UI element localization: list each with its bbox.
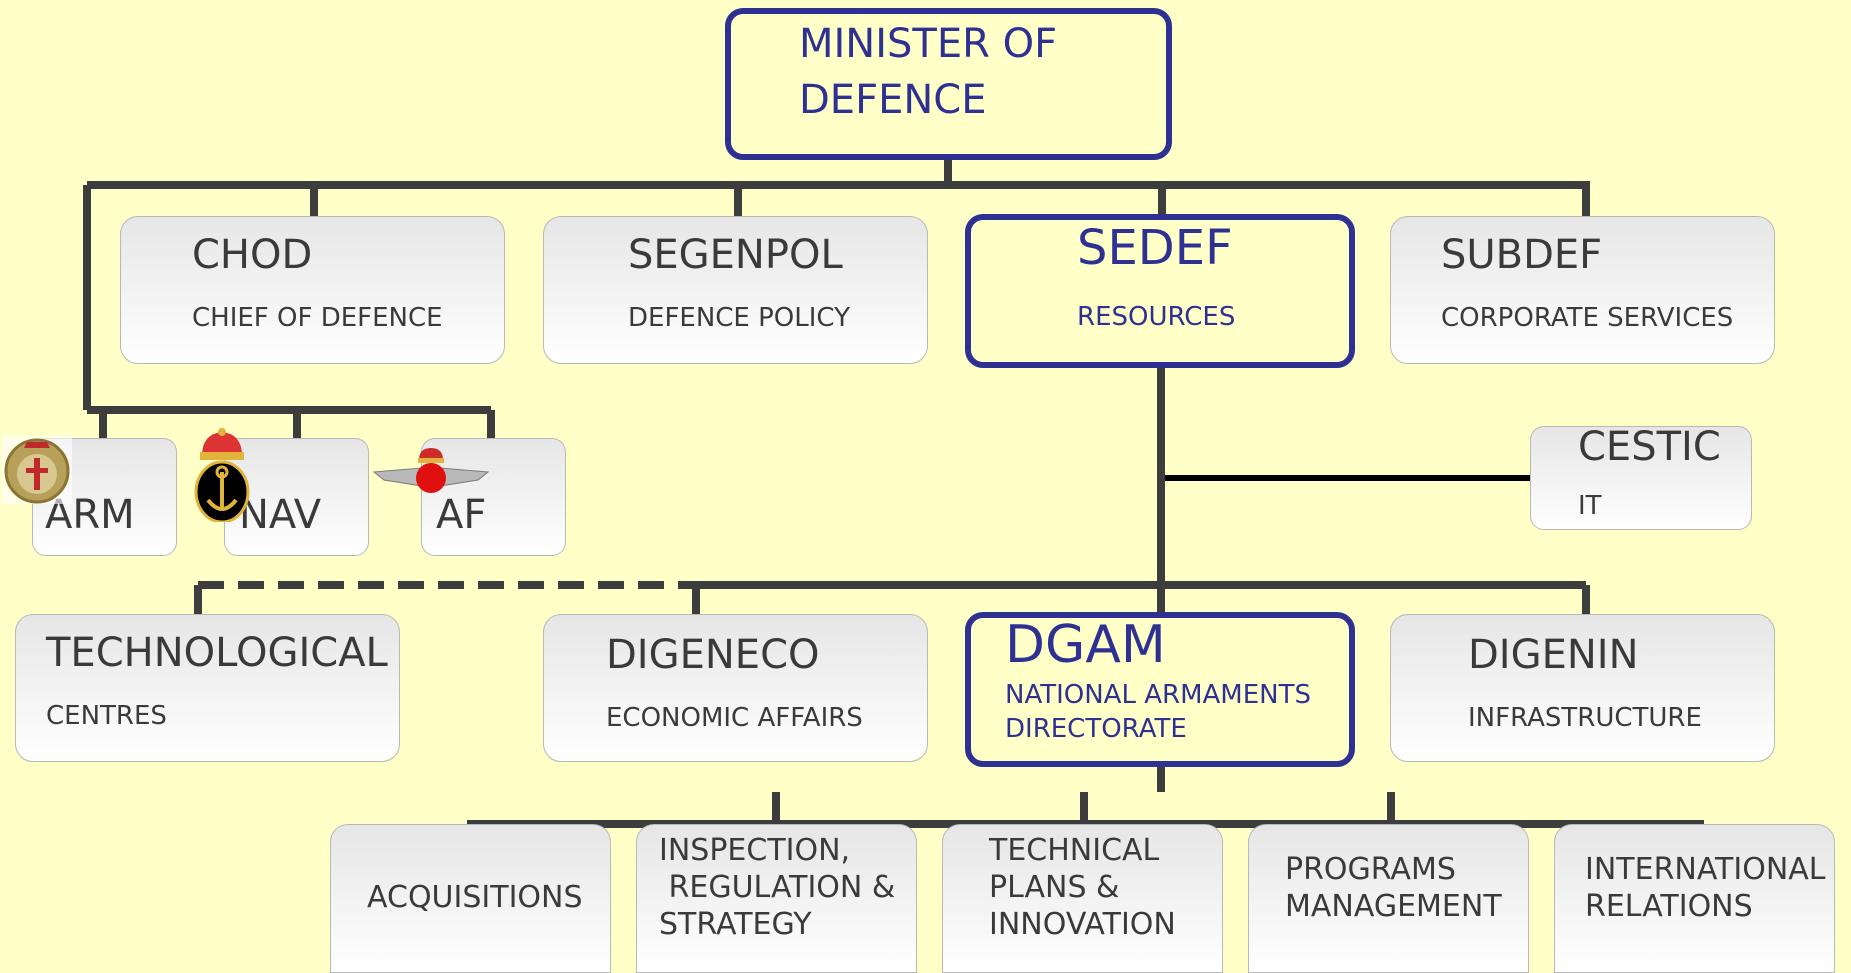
air-force-wings-emblem-icon <box>372 448 490 493</box>
programs-line1: PROGRAMS <box>1285 852 1456 887</box>
navy-anchor-emblem-icon <box>194 428 250 522</box>
inspection-line3: STRATEGY <box>659 907 812 942</box>
inspection-line1: INSPECTION, <box>659 833 851 868</box>
navy-label: NAV <box>239 492 322 538</box>
dgam-box[interactable]: DGAM NATIONAL ARMAMENTS DIRECTORATE <box>965 612 1355 767</box>
technical-plans-innovation-box[interactable]: TECHNICAL PLANS & INNOVATION <box>942 824 1223 973</box>
subdef-subtitle: CORPORATE SERVICES <box>1441 303 1734 333</box>
digeneco-box[interactable]: DIGENECO ECONOMIC AFFAIRS <box>543 614 928 762</box>
subdef-box[interactable]: SUBDEF CORPORATE SERVICES <box>1390 216 1775 364</box>
technological-centres-box[interactable]: TECHNOLOGICAL CENTRES <box>15 614 400 762</box>
dgam-subtitle-line2: DIRECTORATE <box>1005 714 1187 744</box>
segenpol-subtitle: DEFENCE POLICY <box>628 303 851 333</box>
army-emblem-icon <box>2 436 72 504</box>
dgam-title: DGAM <box>1005 615 1166 675</box>
technical-line1: TECHNICAL <box>989 833 1160 868</box>
segenpol-box[interactable]: SEGENPOL DEFENCE POLICY <box>543 216 928 364</box>
programs-management-box[interactable]: PROGRAMS MANAGEMENT <box>1248 824 1529 973</box>
cestic-subtitle: IT <box>1578 491 1602 521</box>
sedef-box[interactable]: SEDEF RESOURCES <box>965 214 1355 368</box>
minister-of-defence-box[interactable]: MINISTER OF DEFENCE <box>725 8 1172 160</box>
technological-subtitle: CENTRES <box>46 701 167 731</box>
international-line1: INTERNATIONAL <box>1585 852 1826 887</box>
acquisitions-label: ACQUISITIONS <box>367 880 583 915</box>
digenin-title: DIGENIN <box>1468 632 1639 678</box>
programs-line2: MANAGEMENT <box>1285 889 1502 924</box>
cestic-box[interactable]: CESTIC IT <box>1530 424 1752 530</box>
chod-subtitle: CHIEF OF DEFENCE <box>192 303 443 333</box>
minister-title-line1: MINISTER OF <box>799 21 1058 67</box>
chod-title: CHOD <box>192 232 313 278</box>
sedef-subtitle: RESOURCES <box>1077 302 1236 332</box>
international-relations-box[interactable]: INTERNATIONAL RELATIONS <box>1554 824 1835 973</box>
sedef-title: SEDEF <box>1077 220 1233 276</box>
acquisitions-box[interactable]: ACQUISITIONS <box>330 824 611 973</box>
segenpol-title: SEGENPOL <box>628 232 843 278</box>
technological-title: TECHNOLOGICAL <box>46 630 388 676</box>
digeneco-subtitle: ECONOMIC AFFAIRS <box>606 703 863 733</box>
air-force-box[interactable]: AF <box>421 438 566 556</box>
minister-title-line2: DEFENCE <box>799 77 987 123</box>
air-force-label: AF <box>436 492 487 538</box>
inspection-regulation-strategy-box[interactable]: INSPECTION, REGULATION & STRATEGY <box>636 824 917 973</box>
technical-line2: PLANS & <box>989 870 1120 905</box>
international-line2: RELATIONS <box>1585 889 1753 924</box>
digeneco-title: DIGENECO <box>606 632 820 678</box>
chod-box[interactable]: CHOD CHIEF OF DEFENCE <box>120 216 505 364</box>
inspection-line2: REGULATION & <box>659 870 905 905</box>
dgam-subtitle-line1: NATIONAL ARMAMENTS <box>1005 680 1311 710</box>
digenin-subtitle: INFRASTRUCTURE <box>1468 703 1702 733</box>
subdef-title: SUBDEF <box>1441 232 1603 278</box>
digenin-box[interactable]: DIGENIN INFRASTRUCTURE <box>1390 614 1775 762</box>
technical-line3: INNOVATION <box>989 907 1176 942</box>
cestic-title: CESTIC <box>1578 424 1721 470</box>
